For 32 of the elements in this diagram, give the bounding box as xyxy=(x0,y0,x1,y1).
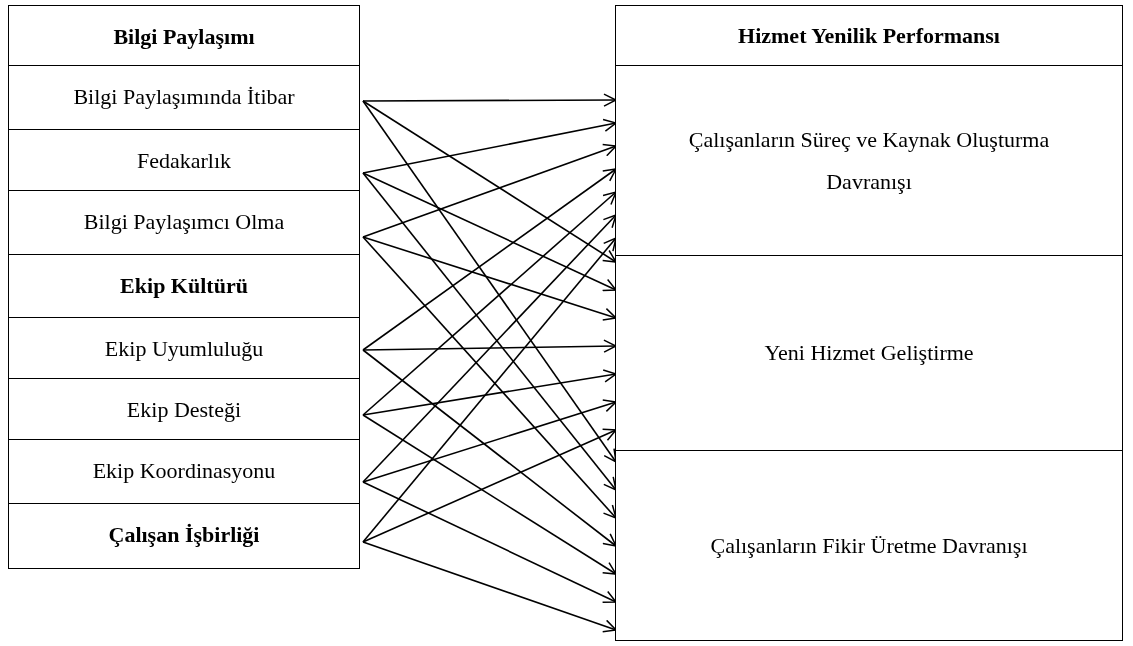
arrow xyxy=(362,541,617,633)
item-box: Bilgi Paylaşımcı Olma xyxy=(8,190,360,255)
header-box: Bilgi Paylaşımı xyxy=(8,5,360,66)
outcome-box: Çalışanların Fikir Üretme Davranışı xyxy=(615,450,1123,641)
arrow xyxy=(362,399,617,483)
arrow xyxy=(362,349,617,547)
header-box: Hizmet Yenilik Performansı xyxy=(615,5,1123,66)
arrow xyxy=(362,481,617,604)
outcome-box: Çalışanların Süreç ve Kaynak Oluşturma Davranışı xyxy=(615,65,1123,256)
arrow xyxy=(362,168,617,351)
item-box: Bilgi Paylaşımında İtibar xyxy=(8,65,360,130)
item-box: Fedakarlık xyxy=(8,129,360,191)
arrow xyxy=(362,100,617,263)
arrow xyxy=(362,118,617,174)
arrow xyxy=(362,339,617,353)
item-box: Ekip Uyumluluğu xyxy=(8,317,360,379)
arrow xyxy=(362,100,617,463)
arrow xyxy=(362,93,617,107)
item-box: Ekip Koordinasyonu xyxy=(8,439,360,504)
arrow xyxy=(362,236,617,321)
arrow xyxy=(362,369,617,416)
item-box: Çalışan İşbirliği xyxy=(8,503,360,569)
arrow xyxy=(362,143,617,238)
outcome-box: Yeni Hizmet Geliştirme xyxy=(615,255,1123,451)
header-box: Ekip Kültürü xyxy=(8,254,360,318)
arrow xyxy=(362,214,617,483)
item-box: Ekip Desteği xyxy=(8,378,360,440)
arrow xyxy=(362,414,617,575)
arrow xyxy=(362,172,617,292)
arrow xyxy=(362,428,617,543)
arrow xyxy=(362,172,617,491)
arrow xyxy=(362,191,617,416)
